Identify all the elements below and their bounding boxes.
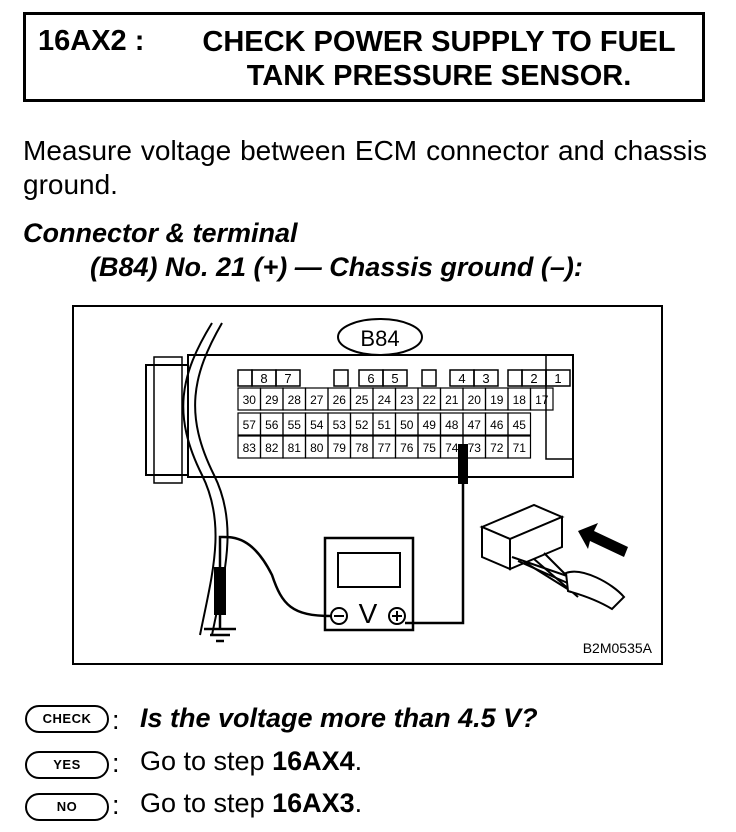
pin-label: 71 — [513, 441, 527, 455]
instruction-text: Measure voltage between ECM connector an… — [23, 135, 707, 200]
pin-label: 47 — [468, 418, 482, 432]
connector-heading: Connector & terminal — [23, 218, 298, 248]
connector-label: B84 — [360, 326, 399, 351]
pin-label: 29 — [265, 393, 279, 407]
pin-label: 54 — [310, 418, 324, 432]
pin-label: 27 — [310, 393, 324, 407]
pin-2: 2 — [530, 371, 537, 386]
step-title-line-1: CHECK POWER SUPPLY TO FUEL — [202, 26, 676, 58]
pin-label: 23 — [400, 393, 414, 407]
pin-label: 75 — [423, 441, 437, 455]
pin-label: 56 — [265, 418, 279, 432]
pin-label: 46 — [490, 418, 504, 432]
no-period: . — [354, 788, 363, 818]
pin-label: 51 — [378, 418, 392, 432]
pin-label: 57 — [243, 418, 257, 432]
pin-cell — [507, 435, 532, 459]
pin-grid — [237, 387, 554, 459]
pin-label: 74 — [445, 441, 459, 455]
pin-label: 78 — [355, 441, 369, 455]
step-title: CHECK POWER SUPPLY TO FUEL TANK PRESSURE… — [184, 25, 694, 93]
connector-label-ellipse — [337, 318, 423, 356]
pin-cell — [529, 387, 554, 411]
ecm-housing-flange — [153, 356, 183, 484]
yes-period: . — [354, 746, 363, 776]
pin-1: 1 — [554, 371, 561, 386]
yes-answer: Go to step 16AX4. — [140, 746, 362, 777]
pin-label: 28 — [288, 393, 302, 407]
figure-id: B2M0535A — [583, 640, 653, 656]
pin-cell — [507, 412, 532, 436]
pin-label: 77 — [378, 441, 392, 455]
pin-label: 76 — [400, 441, 414, 455]
pin-4: 4 — [458, 371, 465, 386]
check-badge: CHECK — [25, 705, 109, 733]
pin-7: 7 — [284, 371, 291, 386]
pin-3: 3 — [482, 371, 489, 386]
no-colon: : — [112, 790, 120, 820]
pin-label: 18 — [513, 393, 527, 407]
pin-8: 8 — [260, 371, 267, 386]
pin-label: 48 — [445, 418, 459, 432]
pin-label: 22 — [423, 393, 437, 407]
no-answer: Go to step 16AX3. — [140, 788, 362, 819]
harness-line-1 — [182, 322, 217, 636]
no-step: 16AX3 — [272, 788, 355, 818]
pin-label: 55 — [288, 418, 302, 432]
pin-label: 19 — [490, 393, 504, 407]
step-title-line-2: TANK PRESSURE SENSOR. — [246, 60, 632, 92]
pin-grid-labels: 30 29 28 27 26 25 24 23 22 21 20 19 18 17 57 56 55 54 53 52… — [243, 393, 549, 455]
yes-colon: : — [112, 748, 120, 778]
pin-6: 6 — [367, 371, 374, 386]
negative-lead — [218, 535, 332, 618]
step-header-box: 16AX2 : CHECK POWER SUPPLY TO FUEL TANK … — [23, 12, 705, 102]
voltmeter-display — [337, 552, 401, 588]
pin-label: 26 — [333, 393, 347, 407]
no-prefix: Go to step — [140, 788, 273, 818]
step-number: 16AX2 : — [38, 25, 145, 57]
positive-lead-to-meter — [405, 615, 465, 625]
probe-negative — [214, 567, 226, 615]
no-badge: NO — [25, 793, 109, 821]
yes-badge: YES — [25, 751, 109, 779]
pin-label: 24 — [378, 393, 392, 407]
pin-label: 83 — [243, 441, 257, 455]
voltmeter-symbol: V — [359, 598, 378, 629]
pin-label: 50 — [400, 418, 414, 432]
check-question: Is the voltage more than 4.5 V? — [140, 703, 538, 733]
ecm-connector-body — [187, 354, 574, 478]
pin-label: 30 — [243, 393, 257, 407]
pin-label: 49 — [423, 418, 437, 432]
pin-label: 52 — [355, 418, 369, 432]
pin-label: 25 — [355, 393, 369, 407]
pin-label: 21 — [445, 393, 459, 407]
pin-label: 53 — [333, 418, 347, 432]
pin-label: 45 — [513, 418, 527, 432]
connector-side-view — [479, 503, 626, 611]
top-row-pins — [237, 369, 571, 387]
pin-label: 80 — [310, 441, 324, 455]
voltmeter-positive-terminal — [388, 607, 406, 625]
yes-step: 16AX4 — [272, 746, 355, 776]
arrow-icon — [578, 523, 628, 557]
yes-prefix: Go to step — [140, 746, 273, 776]
ecm-connector-latch — [545, 354, 574, 460]
pin-label: 81 — [288, 441, 302, 455]
connector-detail: (B84) No. 21 (+) — Chassis ground (–): — [90, 252, 583, 282]
pin-label: 79 — [333, 441, 347, 455]
pin-label: 72 — [490, 441, 504, 455]
pin-5: 5 — [391, 371, 398, 386]
pin-label: 82 — [265, 441, 279, 455]
top-row-labels: 8 7 6 5 4 3 2 1 — [260, 371, 561, 386]
pin-label: 20 — [468, 393, 482, 407]
probe-positive-tip — [458, 444, 468, 484]
pin-label: 73 — [468, 441, 482, 455]
diagram-frame — [72, 305, 663, 665]
pin-label: 17 — [535, 393, 549, 407]
check-colon: : — [112, 705, 120, 735]
